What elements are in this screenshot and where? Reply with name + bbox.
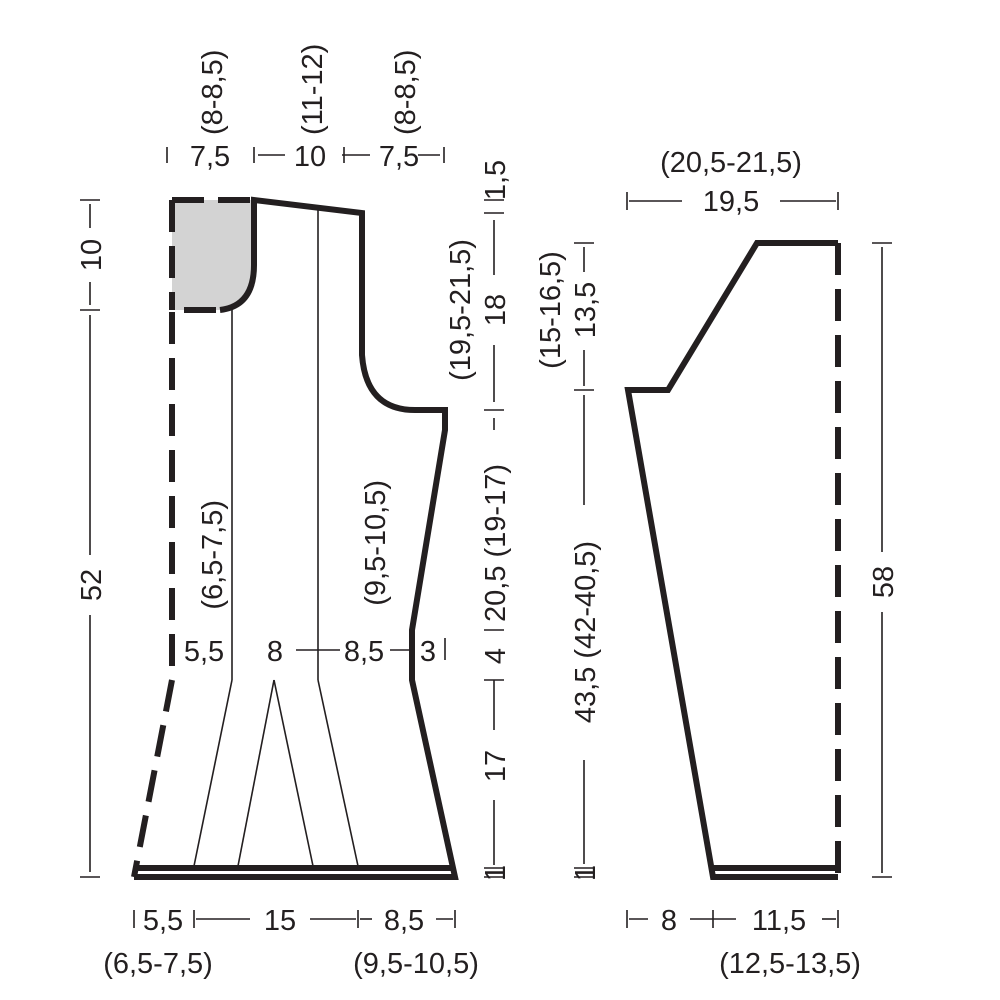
- front-waist-a-alt-label: (6,5-7,5): [197, 500, 229, 610]
- front-top-right-alt-label: (8-8,5): [390, 50, 422, 135]
- front-right-side-combined-label: 20,5 (19-17): [480, 464, 512, 622]
- front-bottom-right-label: 8,5: [384, 905, 424, 937]
- front-piece: [131, 196, 459, 880]
- front-outline: [134, 196, 459, 880]
- sleeve-left-dimension: 13,5 (15-16,5) 43,5 (42-40,5) 1: [535, 242, 602, 881]
- sleeve-left-cuff-label: 1: [570, 865, 602, 881]
- sleeve-left-cap-alt-label: (15-16,5): [535, 251, 567, 369]
- sleeve-bottom-right-alt-label: (12,5-13,5): [719, 948, 861, 980]
- front-right-hem-label: 1: [480, 865, 512, 881]
- sleeve-top-dimension: 19,5 (20,5-21,5): [626, 147, 839, 218]
- front-waist-d-label: 3: [420, 636, 436, 668]
- sleeve-right-total-label: 58: [868, 566, 900, 598]
- front-top-left-label: 7,5: [190, 141, 230, 173]
- sleeve-bottom-dimension: 8 11,5 (12,5-13,5): [626, 905, 861, 980]
- front-top-left-alt-label: (8-8,5): [197, 50, 229, 135]
- sleeve-left-length-alt-label: (42-40,5): [570, 541, 602, 659]
- front-top-center-label: 10: [294, 141, 326, 173]
- front-bottom-dimension: 5,5 15 8,5 (6,5-7,5) (9,5-10,5): [103, 905, 479, 980]
- front-left-lower-label: 52: [76, 569, 108, 601]
- front-bottom-center-label: 15: [264, 905, 296, 937]
- front-bottom-right-alt-label: (9,5-10,5): [353, 948, 479, 980]
- front-panel-lines: [193, 210, 359, 867]
- front-right-side-alt-label: (19-17): [480, 464, 512, 558]
- front-waist-a-label: 5,5: [184, 636, 224, 668]
- front-waist-dimension: 5,5 8 8,5 3 (6,5-7,5) (9,5-10,5): [184, 480, 446, 668]
- front-right-waist-label: 4: [480, 648, 512, 664]
- front-waist-c-label: 8,5: [344, 636, 384, 668]
- sleeve-top-alt-label: (20,5-21,5): [660, 147, 802, 179]
- front-left-dimension: 10 52: [76, 199, 108, 878]
- sleeve-top-label: 19,5: [703, 186, 759, 218]
- sleeve-outline: [624, 240, 838, 880]
- sleeve-right-dimension: 58: [868, 242, 900, 878]
- sleeve-piece: [624, 240, 841, 880]
- front-bottom-left-alt-label: (6,5-7,5): [103, 948, 213, 980]
- front-top-dimension: 7,5 10 7,5 (8-8,5) (11-12) (8-8,5): [166, 44, 445, 173]
- sleeve-bottom-right-label: 11,5: [752, 905, 806, 937]
- front-waist-b-label: 8: [267, 636, 283, 668]
- sleeve-left-length-label: 43,5: [570, 667, 602, 723]
- front-right-armhole-alt-label: (19,5-21,5): [445, 239, 477, 381]
- sleeve-left-length-combined-label: 43,5 (42-40,5): [570, 541, 602, 723]
- front-left-upper-label: 10: [76, 239, 108, 271]
- front-right-dimension: 1,5 18 (19,5-21,5) 20,5 (19-17) 4 17 1: [445, 160, 512, 881]
- front-waist-c-alt-label: (9,5-10,5): [360, 480, 392, 606]
- front-top-right-label: 7,5: [379, 141, 419, 173]
- sleeve-bottom-left-label: 8: [661, 905, 677, 937]
- front-right-shoulder-label: 1,5: [480, 160, 512, 200]
- front-right-armhole-label: 18: [480, 294, 512, 326]
- front-bottom-left-label: 5,5: [143, 905, 183, 937]
- front-right-side-label: 20,5: [480, 566, 512, 622]
- front-center-dashed: [131, 307, 216, 878]
- front-right-hip-label: 17: [480, 750, 512, 782]
- shaded-neck-area: [172, 200, 254, 310]
- front-top-center-alt-label: (11-12): [297, 44, 329, 135]
- sleeve-left-cap-label: 13,5: [570, 282, 602, 338]
